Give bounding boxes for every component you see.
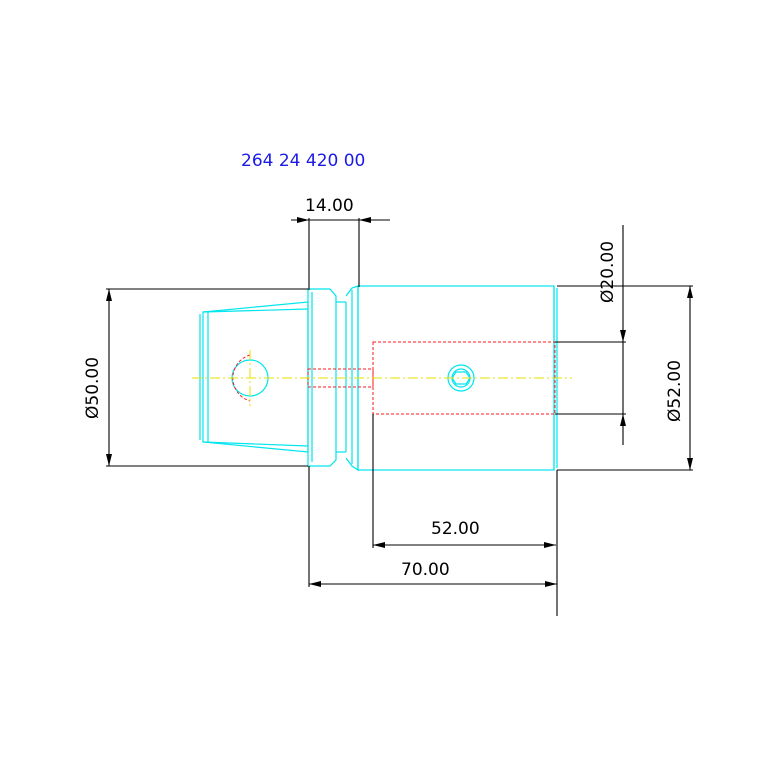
dimension-right-small-diameter: Ø20.00 [555,225,626,445]
dimension-left-diameter: Ø50.00 [83,288,308,467]
dimension-bottom-inner: 52.00 [372,414,556,548]
part-number: 264 24 420 00 [241,151,365,171]
dimension-top-width: 14.00 [291,196,390,290]
dimension-bottom-outer: 70.00 [308,466,558,616]
bottom-outer-label: 70.00 [401,560,450,580]
top-width-label: 14.00 [305,196,354,216]
bottom-inner-label: 52.00 [431,519,480,539]
left-diameter-label: Ø50.00 [83,357,103,419]
dimension-right-large-diameter: Ø52.00 [557,285,693,471]
right-large-diameter-label: Ø52.00 [665,360,685,422]
right-small-diameter-label: Ø20.00 [598,241,618,303]
